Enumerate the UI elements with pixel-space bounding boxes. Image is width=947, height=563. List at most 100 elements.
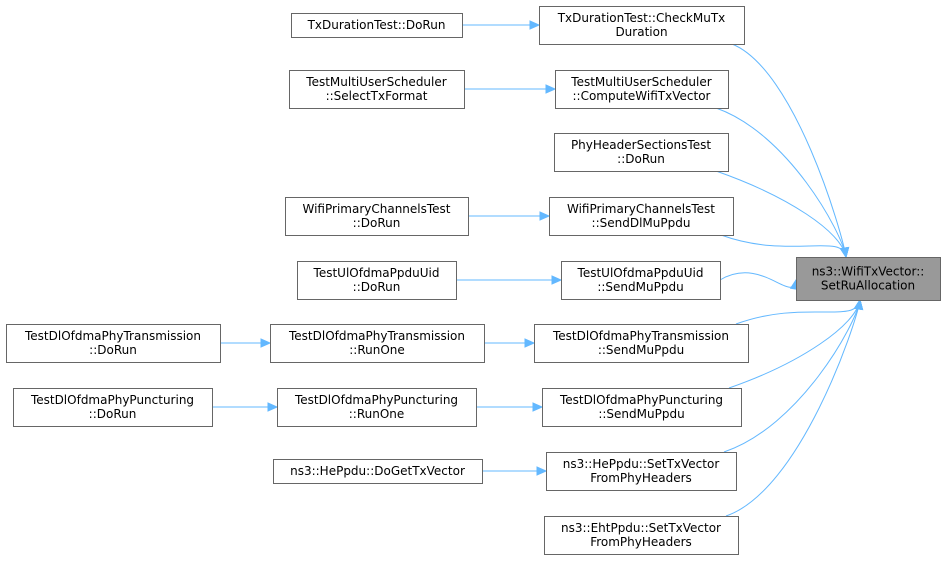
edge-heppdu-get-to-heppdu-set [482,466,548,476]
node-label-line: ::SendMuPpdu [597,280,683,294]
node-label-line: TestDlOfdmaPhyTransmission [288,329,465,343]
node-box [13,388,213,427]
node-label-line: TxDurationTest::CheckMuTx [557,11,726,25]
node-dlp-send[interactable]: TestDlOfdmaPhyPuncturing::SendMuPpdu [542,388,742,427]
node-label-line: WifiPrimaryChannelsTest [302,202,450,216]
edge-dlt-send-to-root [735,298,864,325]
edge-arrowhead [839,246,850,259]
node-ulo-send[interactable]: TestUlOfdmaPpduUid::SendMuPpdu [561,261,721,300]
node-label-line: ::ComputeWifiTxVector [573,89,711,103]
node-label-line: ::SendMuPpdu [598,343,684,357]
node-dlp-run[interactable]: TestDlOfdmaPhyPuncturing::DoRun [13,388,213,427]
edge-dlp-run-to-dlp-runone [212,402,279,412]
node-dlt-runone[interactable]: TestDlOfdmaPhyTransmission::RunOne [270,324,485,363]
edge-arrowhead [536,466,548,476]
edge-arrowhead [545,84,557,94]
node-box [6,324,221,363]
node-box [546,452,737,491]
edge-line [725,299,861,517]
edge-arrowhead [260,338,272,348]
edge-ehtppdu-set-to-root [725,298,864,517]
edge-arrowhead [539,211,551,221]
node-label-line: ::DoRun [617,152,665,166]
node-box [561,261,721,300]
edge-heppdu-set-to-root [723,298,864,453]
edge-wpc-send-to-root [720,234,850,259]
node-heppdu-get[interactable]: ns3::HePpdu::DoGetTxVector [273,459,483,484]
edges-layer [212,20,864,517]
edge-ulo-send-to-root [719,272,800,291]
node-label-line: TxDurationTest::DoRun [307,18,446,32]
node-label-line: TestDlOfdmaPhyTransmission [552,329,729,343]
edge-dlt-runone-to-dlt-send [484,338,536,348]
node-label-line: TestDlOfdmaPhyTransmission [24,329,201,343]
node-box [796,257,941,301]
node-label-line: TestDlOfdmaPhyPuncturing [294,393,458,407]
node-box [273,459,483,484]
node-txdur-run[interactable]: TxDurationTest::DoRun [291,13,463,38]
edge-arrowhead [524,338,536,348]
node-box [277,388,477,427]
node-label-line: TestMultiUserScheduler [570,75,711,89]
node-label-line: ::SelectTxFormat [326,89,428,103]
node-mus-compute[interactable]: TestMultiUserScheduler::ComputeWifiTxVec… [555,70,729,109]
node-phyhdr-run[interactable]: PhyHeaderSectionsTest::DoRun [554,133,729,172]
node-mus-select[interactable]: TestMultiUserScheduler::SelectTxFormat [289,70,465,109]
node-label-line: TestDlOfdmaPhyPuncturing [30,393,194,407]
node-label-line: ::DoRun [89,343,137,357]
node-label-line: ::SendMuPpdu [598,407,684,421]
node-root: ns3::WifiTxVector::SetRuAllocation [796,257,941,301]
edge-line [719,272,797,288]
edge-dlt-run-to-dlt-runone [220,338,272,348]
node-box [291,13,463,38]
node-label-line: ::RunOne [349,343,405,357]
edge-line [728,299,861,389]
node-label-line: ns3::WifiTxVector:: [812,265,925,279]
edge-line [735,299,861,325]
node-dlt-run[interactable]: TestDlOfdmaPhyTransmission::DoRun [6,324,221,363]
edge-arrowhead [532,402,544,412]
edge-line [731,43,847,258]
edge-arrowhead [853,298,864,311]
edge-arrowhead [267,402,279,412]
edge-line [715,170,847,258]
node-label-line: FromPhyHeaders [590,535,692,549]
edge-phyhdr-run-to-root [715,170,850,259]
node-label-line: ::RunOne [349,407,405,421]
node-label-line: PhyHeaderSectionsTest [571,138,711,152]
edge-ulo-run-to-ulo-send [456,275,563,285]
edge-line [723,299,861,453]
edge-dlp-send-to-root [728,298,864,389]
node-label-line: SetRuAllocation [821,279,915,293]
node-wpc-run[interactable]: WifiPrimaryChannelsTest::DoRun [285,197,469,236]
node-label-line: FromPhyHeaders [590,471,692,485]
node-box [289,70,465,109]
edge-arrowhead [529,20,541,30]
node-box [554,133,729,172]
node-label-line: ns3::EhtPpdu::SetTxVector [561,521,721,535]
node-label-line: ns3::HePpdu::DoGetTxVector [290,464,465,478]
node-ulo-run[interactable]: TestUlOfdmaPpduUid::DoRun [297,261,457,300]
node-box [549,197,734,236]
edge-wpc-run-to-wpc-send [468,211,551,221]
node-label-line: ::DoRun [353,280,401,294]
node-box [285,197,469,236]
node-box [297,261,457,300]
node-box [542,388,742,427]
nodes-layer: ns3::WifiTxVector::SetRuAllocation TxDura… [6,6,941,555]
node-dlp-runone[interactable]: TestDlOfdmaPhyPuncturing::RunOne [277,388,477,427]
node-label-line: WifiPrimaryChannelsTest [567,202,715,216]
edge-arrowhead [551,275,563,285]
node-box [544,516,739,555]
edge-line [720,234,847,258]
node-dlt-send[interactable]: TestDlOfdmaPhyTransmission::SendMuPpdu [534,324,749,363]
node-box [539,6,745,45]
node-label-line: TestDlOfdmaPhyPuncturing [559,393,723,407]
node-wpc-send[interactable]: WifiPrimaryChannelsTest::SendDlMuPpdu [549,197,734,236]
edge-mus-select-to-mus-compute [464,84,557,94]
node-label-line: TestMultiUserScheduler [305,75,446,89]
